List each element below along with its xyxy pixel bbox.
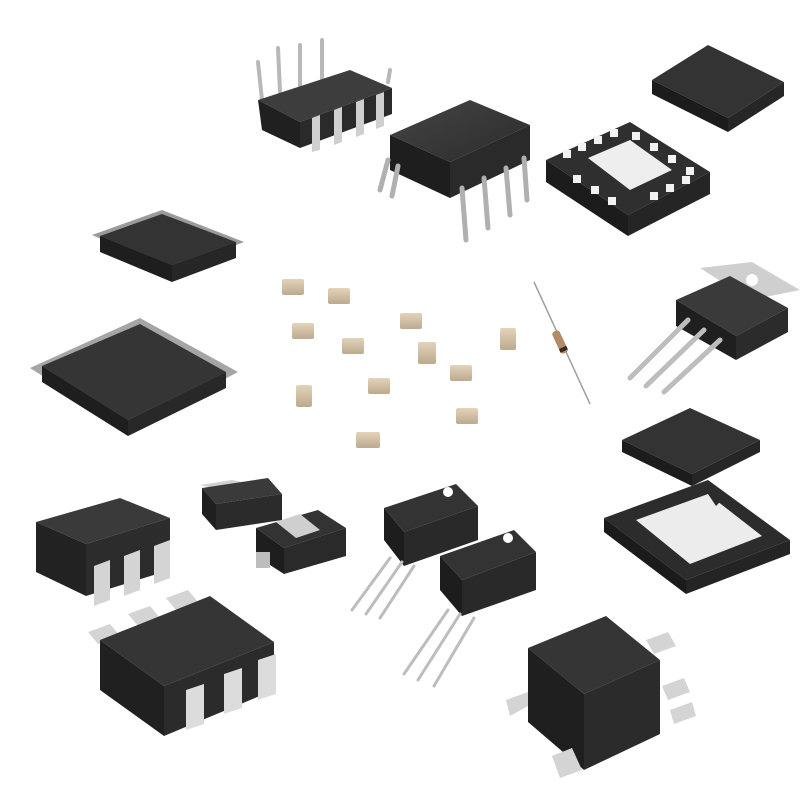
- sot-23-6-lower-icon: [88, 590, 276, 736]
- axial-diode-icon: [533, 281, 591, 405]
- to-220f-pair-icon: [350, 484, 536, 688]
- qfn-pads-icon: [546, 122, 710, 236]
- tqfp-large-icon: [30, 318, 238, 436]
- qfn-48-icon: [604, 480, 790, 594]
- dip-8-left-icon: [256, 38, 392, 152]
- to-220-icon: [627, 262, 800, 395]
- lga-flat-icon: [622, 408, 760, 486]
- sod-small-icon: [256, 510, 346, 574]
- dfn-small-top-right-icon: [652, 45, 784, 132]
- smd-capacitor-cluster-icon: [282, 279, 516, 448]
- tqfp-small-icon: [92, 210, 244, 282]
- sot-23-5-icon: [506, 616, 696, 778]
- sod-123-icon: [200, 478, 282, 530]
- dip-8-center-icon: [377, 100, 530, 243]
- sot-23-6-upper-icon: [36, 498, 170, 606]
